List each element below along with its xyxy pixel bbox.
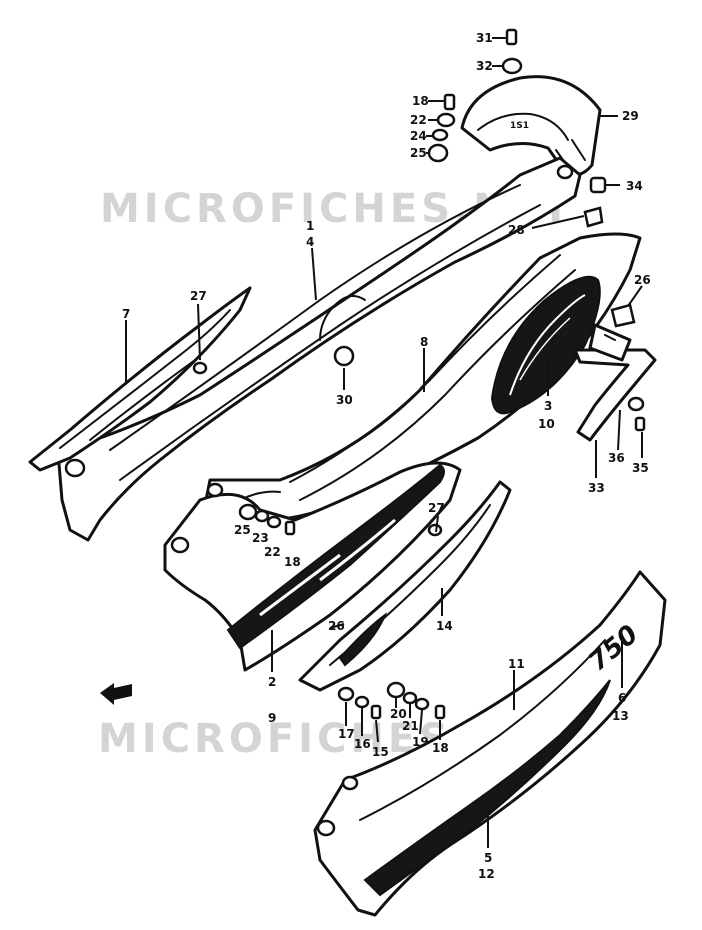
callout-27b: 27 — [428, 501, 445, 515]
callout-26: 26 — [634, 273, 651, 287]
callout-29: 29 — [622, 109, 639, 123]
callout-25b: 25 — [234, 523, 251, 537]
side-panel-middle — [298, 480, 512, 692]
callout-23: 23 — [252, 531, 269, 545]
callout-11: 11 — [508, 657, 525, 671]
callout-20: 20 — [390, 707, 407, 721]
frame-cover-upper — [56, 156, 582, 542]
callout-4: 4 — [306, 235, 314, 249]
callout-22b: 22 — [264, 545, 281, 559]
callout-19: 19 — [412, 735, 429, 749]
callout-35: 35 — [632, 461, 649, 475]
svg-text:1S1: 1S1 — [510, 121, 529, 131]
callout-17: 17 — [338, 727, 355, 741]
side-panel-left — [28, 286, 252, 472]
callout-34: 34 — [626, 179, 643, 193]
callout-3: 3 — [544, 399, 552, 413]
callout-5: 5 — [484, 851, 492, 865]
callout-33: 33 — [588, 481, 605, 495]
callout-13: 13 — [612, 709, 629, 723]
callout-1: 1 — [306, 219, 314, 233]
callout-labels: 31 32 18 22 24 25 29 34 28 1 4 7 27 26 8… — [122, 31, 651, 881]
callout-36: 36 — [608, 451, 625, 465]
callout-6: 6 — [618, 691, 626, 705]
callout-25: 25 — [410, 146, 427, 160]
callout-10: 10 — [538, 417, 555, 431]
rear-bracket — [573, 323, 657, 442]
callout-27: 27 — [190, 289, 207, 303]
callout-14: 14 — [436, 619, 453, 633]
callout-30: 30 — [336, 393, 353, 407]
callout-7: 7 — [122, 307, 130, 321]
callout-8: 8 — [420, 335, 428, 349]
callout-18: 18 — [412, 94, 429, 108]
callout-12: 12 — [478, 867, 495, 881]
emblem-decal-oval — [490, 275, 601, 415]
seat-cowl-cap: 1S1 — [460, 75, 602, 177]
callout-9: 9 — [268, 711, 276, 725]
leader-lines — [125, 37, 643, 848]
callout-2: 2 — [268, 675, 276, 689]
callout-15: 15 — [372, 745, 389, 759]
arrow-left-icon — [100, 683, 132, 705]
callout-28: 28 — [508, 223, 525, 237]
callout-16: 16 — [354, 737, 371, 751]
hardware-fasteners — [238, 28, 646, 720]
callout-24: 24 — [410, 129, 427, 143]
callout-18b: 18 — [284, 555, 301, 569]
callout-26b: 26 — [328, 619, 345, 633]
callout-22: 22 — [410, 113, 427, 127]
lower-side-cover: 750 — [313, 570, 667, 917]
middle-side-cover — [163, 461, 462, 672]
callout-21: 21 — [402, 719, 419, 733]
callout-31: 31 — [476, 31, 493, 45]
callout-32: 32 — [476, 59, 493, 73]
callout-18c: 18 — [432, 741, 449, 755]
